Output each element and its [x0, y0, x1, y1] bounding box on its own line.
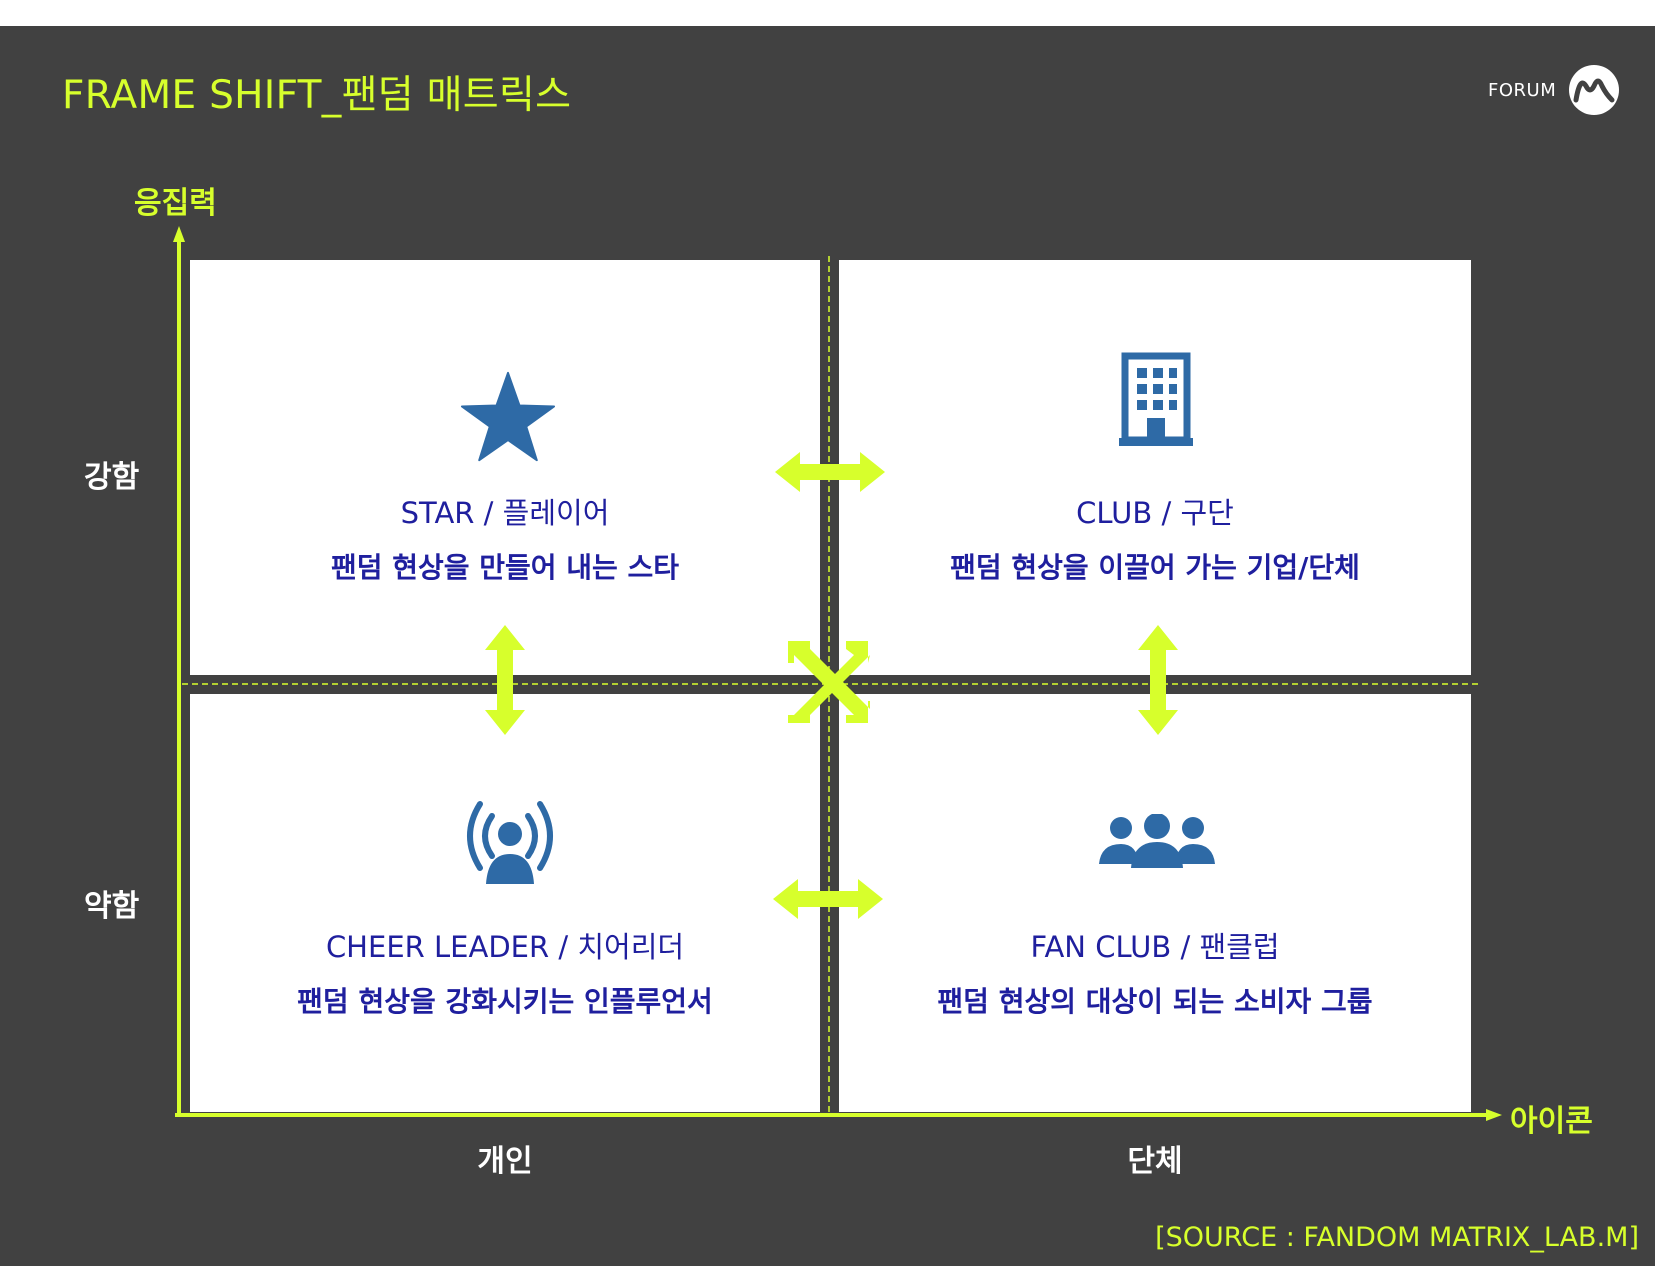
star-icon: [460, 371, 556, 462]
axes: [173, 226, 1502, 1121]
group-icon: [1099, 814, 1215, 868]
quadrant-star-title: STAR / 플레이어: [400, 496, 610, 530]
quadrant-fan-club-title: FAN CLUB / 팬클럽: [1030, 930, 1280, 964]
x-axis-label: 아이콘: [1510, 1104, 1593, 1139]
broadcast-icon: [467, 801, 553, 884]
quadrant-star: STAR / 플레이어 팬덤 현상을 만들어 내는 스타: [190, 260, 820, 675]
quadrant-club-title: CLUB / 구단: [1076, 496, 1234, 530]
row-label-strong: 강함: [84, 460, 140, 495]
brand-logo-icon: [1569, 65, 1620, 115]
row-label-weak: 약함: [84, 889, 140, 924]
source-note: [SOURCE : FANDOM MATRIX_LAB.M]: [1155, 1222, 1639, 1253]
quadrant-star-desc: 팬덤 현상을 만들어 내는 스타: [330, 551, 680, 584]
y-axis-label: 응집력: [134, 186, 217, 221]
brand: FORUM: [1488, 64, 1620, 116]
quadrant-cheer-leader-desc: 팬덤 현상을 강화시키는 인플루언서: [297, 985, 713, 1018]
quadrant-cheer-leader: CHEER LEADER / 치어리더 팬덤 현상을 강화시키는 인플루언서: [190, 694, 820, 1112]
column-label-individual: 개인: [477, 1144, 533, 1179]
building-icon: [1119, 352, 1193, 446]
quadrant-club: CLUB / 구단 팬덤 현상을 이끌어 가는 기업/단체: [839, 260, 1471, 675]
quadrant-fan-club: FAN CLUB / 팬클럽 팬덤 현상의 대상이 되는 소비자 그룹: [839, 694, 1471, 1112]
column-label-group: 단체: [1127, 1144, 1183, 1179]
quadrant-fan-club-desc: 팬덤 현상의 대상이 되는 소비자 그룹: [937, 985, 1373, 1018]
page-title: FRAME SHIFT_팬덤 매트릭스: [62, 73, 572, 118]
slide: FRAME SHIFT_팬덤 매트릭스 FORUM 응집력 아이콘 강함 약함 …: [0, 26, 1655, 1266]
brand-text: FORUM: [1488, 79, 1557, 101]
quadrant-cheer-leader-title: CHEER LEADER / 치어리더: [325, 930, 685, 964]
quadrant-club-desc: 팬덤 현상을 이끌어 가는 기업/단체: [950, 551, 1360, 584]
